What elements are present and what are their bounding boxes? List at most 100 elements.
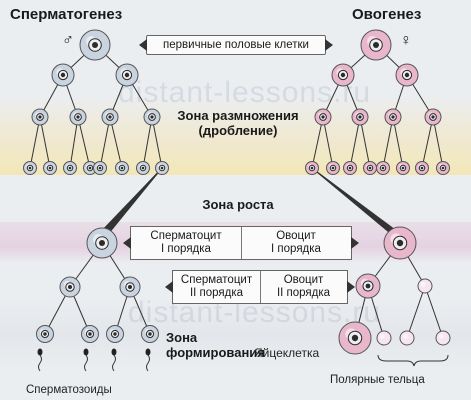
oocyte-second-order: Овоцит II порядка	[260, 271, 347, 303]
male-cell-gen3	[155, 161, 169, 175]
polar-bodies-label: Полярные тельца	[330, 374, 425, 386]
arrow-left-icon	[139, 39, 147, 51]
egg-cell	[338, 321, 372, 355]
spermatid	[81, 325, 99, 343]
arrow-left-icon	[123, 237, 131, 249]
spermatid	[106, 325, 124, 343]
male-cell-gen2	[31, 108, 49, 126]
female-cell-gen1	[331, 63, 355, 87]
female-cell-gen2	[384, 108, 402, 126]
polar-body	[417, 278, 433, 294]
arrow-right-icon	[351, 237, 359, 249]
female-cell-gen3	[436, 161, 450, 175]
lineage-line	[432, 116, 444, 169]
female-cell-gen2	[424, 108, 442, 126]
primary-oocyte	[383, 226, 417, 260]
growth-zone-label: Зона роста	[202, 197, 274, 212]
female-symbol: ♀	[400, 32, 412, 49]
male-cell-gen2	[101, 108, 119, 126]
oocyte-first-order-name: Овоцит	[276, 230, 316, 242]
formation-zone-band	[0, 298, 471, 370]
lineage-line	[322, 116, 334, 169]
primary-spermatocyte	[86, 227, 118, 259]
multiplication-zone-label: Зона размножения (дробление)	[168, 108, 308, 138]
male-cell-gen3	[93, 161, 107, 175]
spermatid	[141, 325, 159, 343]
lineage-line	[77, 116, 91, 169]
polar-body	[376, 330, 392, 346]
female-cell-gen2	[314, 108, 332, 126]
sperm-cell	[83, 348, 89, 372]
second-order-box: Сперматоцит II порядка Овоцит II порядка	[165, 270, 355, 304]
polar-body	[435, 330, 451, 346]
spermatocyte-first-order: Сперматоцит I порядка	[131, 227, 242, 259]
male-cell-gen3	[63, 161, 77, 175]
oocyte-first-order-rank: I порядка	[271, 243, 321, 255]
spermatocyte-first-order-name: Сперматоцит	[150, 230, 222, 242]
sperm-cell	[145, 348, 151, 372]
female-cell-gen3	[343, 161, 357, 175]
polar-body	[399, 330, 415, 346]
multiplication-zone-subtitle: (дробление)	[198, 123, 278, 138]
oocyte-second-order-name: Овоцит	[283, 274, 324, 286]
lineage-line	[151, 116, 163, 169]
spermatocyte-second-order: Сперматоцит II порядка	[173, 271, 261, 303]
formation-zone-title: Зона	[166, 330, 198, 345]
secondary-oocyte	[355, 273, 381, 299]
male-cell-gen3	[83, 161, 97, 175]
female-primary-cell	[360, 29, 392, 61]
primary-cells-label: первичные половые клетки	[163, 39, 309, 51]
multiplication-zone-band	[0, 95, 471, 175]
lineage-line	[421, 116, 434, 169]
male-cell-gen2	[143, 108, 161, 126]
male-symbol: ♂	[62, 32, 74, 49]
male-primary-cell	[79, 29, 111, 61]
male-cell-gen3	[115, 161, 129, 175]
male-cell-gen3	[136, 161, 150, 175]
arrow-right-icon	[347, 281, 355, 293]
spermatogenesis-title: Сперматогенез	[10, 6, 123, 23]
lineage-line	[69, 116, 79, 169]
female-cell-gen3	[396, 161, 410, 175]
female-cell-gen3	[305, 161, 319, 175]
female-cell-gen3	[415, 161, 429, 175]
formation-zone-label: Зона формирования	[166, 330, 265, 360]
lineage-line	[29, 116, 41, 169]
first-order-box: Сперматоцит I порядка Овоцит I порядка	[123, 226, 359, 260]
sperm-label: Сперматозоиды	[26, 384, 112, 396]
lineage-line	[349, 116, 361, 169]
egg-label: Яйцеклетка	[254, 346, 320, 360]
female-cell-gen3	[326, 161, 340, 175]
female-cell-gen1	[395, 63, 419, 87]
lineage-line	[142, 116, 153, 169]
lineage-line	[424, 285, 444, 339]
spermatid	[36, 325, 54, 343]
female-cell-gen3	[376, 161, 390, 175]
male-cell-gen1	[115, 63, 139, 87]
lineage-line	[109, 116, 123, 169]
arrow-left-icon	[165, 281, 173, 293]
secondary-spermatocyte	[59, 276, 81, 298]
polar-bodies-bracket	[377, 354, 449, 367]
female-cell-gen2	[351, 108, 369, 126]
male-cell-gen2	[69, 108, 87, 126]
oocyte-first-order: Овоцит I порядка	[241, 227, 351, 259]
multiplication-zone-title: Зона размножения	[177, 108, 299, 123]
lineage-line	[382, 116, 394, 169]
lineage-line	[39, 116, 51, 169]
lineage-line	[392, 116, 404, 169]
arrow-right-icon	[325, 39, 333, 51]
lineage-line	[359, 116, 371, 169]
lineage-line	[99, 116, 111, 169]
lineage-line	[406, 285, 426, 339]
sperm-cell	[37, 348, 43, 372]
spermatocyte-first-order-rank: I порядка	[161, 243, 211, 255]
spermatocyte-second-order-name: Сперматоцит	[180, 274, 253, 286]
male-cell-gen3	[43, 161, 57, 175]
lineage-line	[311, 116, 324, 169]
sperm-cell	[111, 348, 117, 372]
male-cell-gen3	[23, 161, 37, 175]
primary-cells-label-box: первичные половые клетки	[139, 35, 333, 55]
female-cell-gen3	[363, 161, 377, 175]
